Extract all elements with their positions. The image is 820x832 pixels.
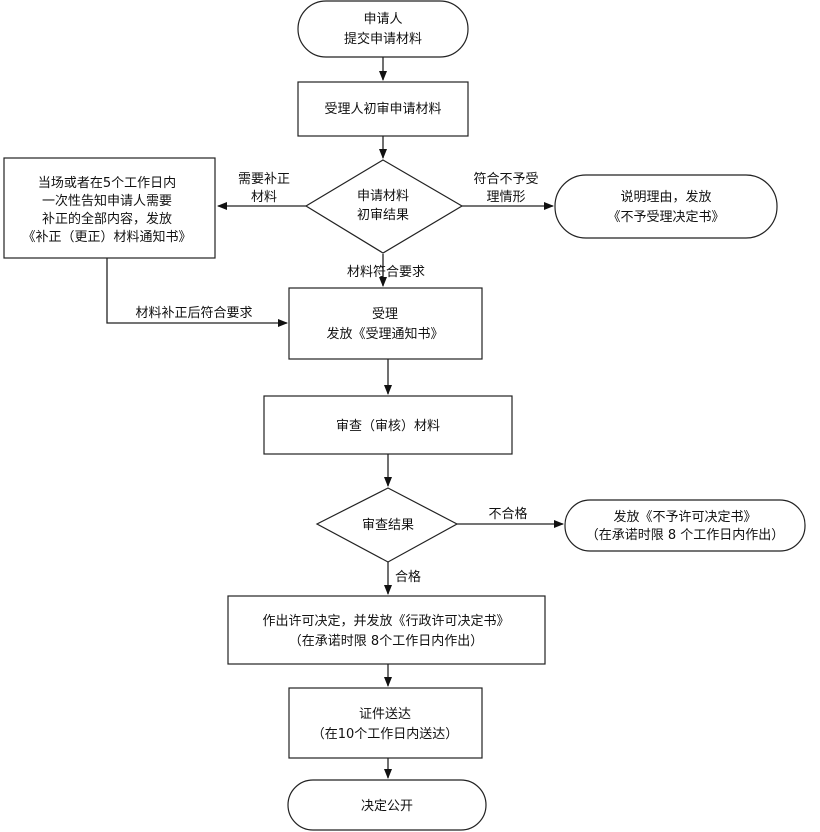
edge-label-line: 不合格 (488, 506, 527, 522)
node-prereview: 受理人初审申请材料 (297, 81, 469, 137)
node-deliver-line: 证件送达 (359, 707, 411, 722)
edge-label-line: 需要补正 (238, 172, 290, 187)
edge-label-fixed: 材料补正后符合要求 (135, 305, 252, 321)
node-deny-line: （在承诺时限 8 个工作日内作出） (586, 527, 785, 543)
svg-text:当场或者在5个工作日内一次性告知申请人需要补正的全部内容，发: 当场或者在5个工作日内一次性告知申请人需要补正的全部内容，发放《补正（更正）材料… (22, 175, 191, 245)
edge-label-line: 材料符合要求 (347, 264, 425, 280)
svg-text:申请材料初审结果: 申请材料初审结果 (357, 189, 409, 223)
edge-label-fail: 不合格 (488, 506, 527, 522)
node-reviewresult-decision: 审查结果 (315, 487, 459, 563)
edge-label-not-accepted: 符合不予受理情形 (473, 171, 538, 205)
node-notifyfix: 当场或者在5个工作日内一次性告知申请人需要补正的全部内容，发放《补正（更正）材料… (3, 157, 216, 259)
node-publish: 决定公开 (287, 779, 487, 831)
edge-label-line: 材料补正后符合要求 (135, 305, 252, 321)
node-accept: 受理发放《受理通知书》 (288, 287, 483, 360)
svg-text:决定公开: 决定公开 (361, 799, 413, 814)
node-notifyfix-line: 《补正（更正）材料通知书》 (22, 229, 191, 245)
edge-label-line: 符合不予受 (473, 171, 538, 187)
svg-text:申请人提交申请材料: 申请人提交申请材料 (344, 12, 422, 47)
node-approve: 作出许可决定，并发放《行政许可决定书》 （在承诺时限 8个工作日内作出） (227, 595, 546, 665)
edges (106, 57, 564, 779)
node-approve-line: （在承诺时限 8个工作日内作出） (289, 633, 483, 649)
node-accept-line: 发放《受理通知书》 (326, 326, 443, 342)
node-deny: 发放《不予许可决定书》 （在承诺时限 8 个工作日内作出） (564, 499, 806, 552)
node-notifyfix-line: 一次性告知申请人需要 (42, 193, 172, 209)
node-notifyfix-line: 当场或者在5个工作日内 (38, 175, 176, 191)
node-preresult-line: 申请材料 (357, 189, 409, 204)
node-preresult-decision: 申请材料初审结果 (304, 159, 464, 254)
edge-notifyfix-to-accept (106, 258, 288, 327)
node-reject-line: 《不予受理决定书》 (607, 210, 724, 225)
node-notifyfix-line: 补正的全部内容，发放 (42, 211, 172, 227)
node-deliver: 证件送达 （在10个工作日内送达） (288, 687, 483, 759)
edge-label-pass: 合格 (395, 569, 421, 585)
node-reject-line: 说明理由，发放 (620, 189, 711, 205)
node-start-line: 提交申请材料 (344, 31, 422, 47)
node-preresult-line: 初审结果 (357, 208, 409, 223)
edge-label-need-fix: 需要补正材料 (238, 172, 290, 205)
svg-text:审查（审核）材料: 审查（审核）材料 (336, 419, 440, 434)
svg-text:作出许可决定，并发放《行政许可决定书》（在承诺时限 8个工作: 作出许可决定，并发放《行政许可决定书》 （在承诺时限 8个工作日内作出） (262, 613, 509, 649)
edge-label-line: 理情形 (486, 190, 525, 205)
node-deny-line: 发放《不予许可决定书》 (613, 509, 756, 525)
node-accept-line: 受理 (372, 307, 398, 322)
node-publish-line: 决定公开 (361, 799, 413, 814)
node-reject-accept: 说明理由，发放《不予受理决定书》 (554, 174, 778, 239)
edge-label-meets: 材料符合要求 (347, 264, 425, 280)
svg-text:发放《不予许可决定书》（在承诺时限 8 个工作日内作出）: 发放《不予许可决定书》 （在承诺时限 8 个工作日内作出） (586, 509, 785, 543)
svg-text:审查结果: 审查结果 (362, 518, 414, 533)
node-approve-line: 作出许可决定，并发放《行政许可决定书》 (262, 613, 509, 629)
svg-text:说明理由，发放《不予受理决定书》: 说明理由，发放《不予受理决定书》 (607, 189, 724, 225)
node-reviewresult-line: 审查结果 (362, 518, 414, 533)
node-review: 审查（审核）材料 (263, 395, 513, 455)
svg-text:受理人初审申请材料: 受理人初审申请材料 (324, 102, 441, 117)
node-prereview-line: 受理人初审申请材料 (324, 102, 441, 117)
node-start-line: 申请人 (363, 12, 402, 27)
edge-label-line: 材料 (251, 190, 277, 205)
svg-text:受理发放《受理通知书》: 受理发放《受理通知书》 (326, 307, 443, 342)
node-start: 申请人提交申请材料 (297, 0, 469, 58)
node-deliver-line: （在10个工作日内送达） (312, 726, 459, 742)
node-review-line: 审查（审核）材料 (336, 419, 440, 434)
edge-label-line: 合格 (395, 569, 421, 585)
svg-text:证件送达（在10个工作日内送达）: 证件送达 （在10个工作日内送达） (312, 707, 459, 742)
